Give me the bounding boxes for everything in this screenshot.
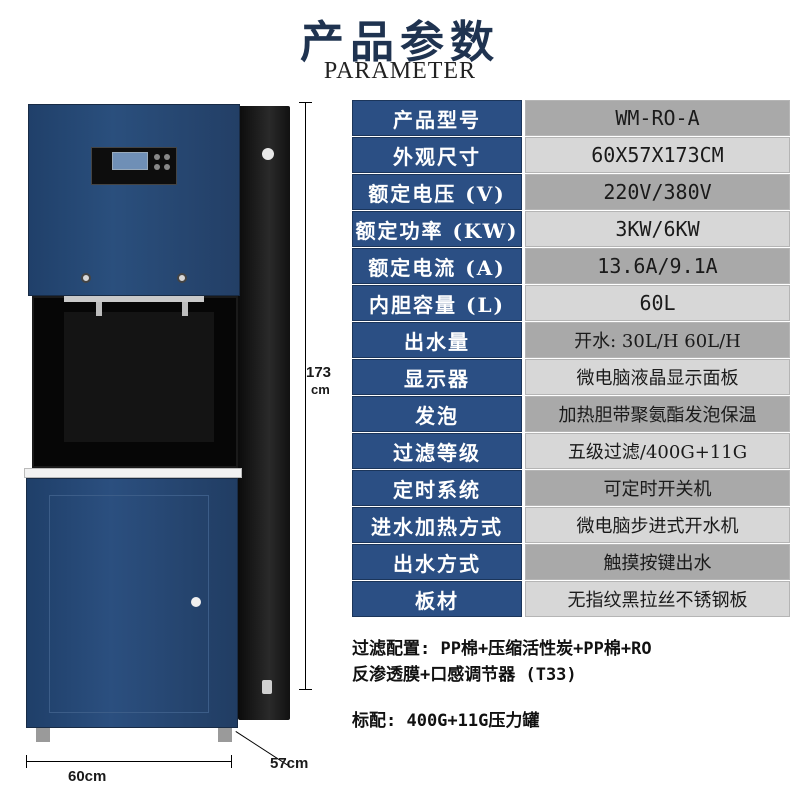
filter-config-line2: 反渗透膜+口感调节器 (T33) xyxy=(352,665,577,685)
param-label: 发泡 xyxy=(352,396,522,432)
table-row: 额定电压 (V) 220V/380V xyxy=(352,174,790,210)
table-row: 发泡 加热胆带聚氨酯发泡保温 xyxy=(352,396,790,432)
width-dimension-line xyxy=(26,761,232,762)
table-row: 过滤等级 五级过滤/400G+11G xyxy=(352,433,790,469)
tap-button-icon xyxy=(81,273,91,283)
machine-foot xyxy=(218,728,232,742)
table-row: 板材 无指纹黑拉丝不锈钢板 xyxy=(352,581,790,617)
height-dimension-tick xyxy=(299,689,312,690)
cavity-back-wall xyxy=(64,312,214,442)
table-row: 额定功率 (KW) 3KW/6KW xyxy=(352,211,790,247)
width-dimension-tick xyxy=(231,755,232,768)
faucet-icon xyxy=(182,302,188,316)
param-label: 过滤等级 xyxy=(352,433,522,469)
param-label: 定时系统 xyxy=(352,470,522,506)
panel-button-icon xyxy=(154,154,160,160)
panel-button-icon xyxy=(164,164,170,170)
drain-valve-icon xyxy=(262,680,272,694)
width-dimension-tick xyxy=(26,755,27,768)
machine-side-panel xyxy=(238,106,290,720)
page-title: 产品参数 xyxy=(300,17,500,68)
param-value: 13.6A/9.1A xyxy=(525,248,790,284)
faucet-icon xyxy=(96,302,102,316)
param-label: 显示器 xyxy=(352,359,522,395)
param-label: 额定功率 (KW) xyxy=(352,211,522,247)
door-knob-icon xyxy=(191,597,201,607)
param-value: 加热胆带聚氨酯发泡保温 xyxy=(525,396,790,432)
param-value: 60X57X173CM xyxy=(525,137,790,173)
param-value: 60L xyxy=(525,285,790,321)
param-label: 进水加热方式 xyxy=(352,507,522,543)
lcd-screen xyxy=(112,152,148,170)
param-value: 开水: 30L/H 60L/H xyxy=(525,322,790,358)
table-row: 出水方式 触摸按键出水 xyxy=(352,544,790,580)
param-value: 五级过滤/400G+11G xyxy=(525,433,790,469)
table-row: 产品型号 WM-RO-A xyxy=(352,100,790,136)
page-subtitle: PARAMETER xyxy=(323,58,477,84)
table-row: 出水量 开水: 30L/H 60L/H xyxy=(352,322,790,358)
height-value: 173 xyxy=(306,364,332,381)
param-value: 触摸按键出水 xyxy=(525,544,790,580)
filter-notes: 过滤配置: PP棉+压缩活性炭+PP棉+RO 反渗透膜+口感调节器 (T33) xyxy=(352,636,792,688)
cabinet-door xyxy=(49,495,209,713)
param-value: 微电脑步进式开水机 xyxy=(525,507,790,543)
height-dimension-line xyxy=(305,102,306,690)
dispensing-cavity xyxy=(32,296,238,468)
table-row: 定时系统 可定时开关机 xyxy=(352,470,790,506)
param-label: 内胆容量 (L) xyxy=(352,285,522,321)
table-row: 额定电流 (A) 13.6A/9.1A xyxy=(352,248,790,284)
tap-bar xyxy=(64,296,204,302)
param-label: 额定电压 (V) xyxy=(352,174,522,210)
machine-upper-body xyxy=(28,104,240,296)
depth-label: 57cm xyxy=(270,755,309,772)
param-value: 可定时开关机 xyxy=(525,470,790,506)
table-row: 内胆容量 (L) 60L xyxy=(352,285,790,321)
panel-button-icon xyxy=(164,154,170,160)
drip-tray xyxy=(24,468,242,478)
table-row: 进水加热方式 微电脑步进式开水机 xyxy=(352,507,790,543)
param-value: 220V/380V xyxy=(525,174,790,210)
param-label: 产品型号 xyxy=(352,100,522,136)
param-label: 出水方式 xyxy=(352,544,522,580)
machine-foot xyxy=(36,728,50,742)
param-value: WM-RO-A xyxy=(525,100,790,136)
width-label: 60cm xyxy=(68,768,107,785)
filter-config-line1: 过滤配置: PP棉+压缩活性炭+PP棉+RO xyxy=(352,639,652,659)
param-value: 无指纹黑拉丝不锈钢板 xyxy=(525,581,790,617)
water-dispenser-illustration xyxy=(24,104,292,744)
side-knob-icon xyxy=(262,148,274,160)
pressure-tank-note: 标配: 400G+11G压力罐 xyxy=(352,711,540,731)
param-label: 出水量 xyxy=(352,322,522,358)
param-label: 板材 xyxy=(352,581,522,617)
parameter-table: 产品型号 WM-RO-A 外观尺寸 60X57X173CM 额定电压 (V) 2… xyxy=(352,100,790,618)
param-label: 额定电流 (A) xyxy=(352,248,522,284)
param-value: 3KW/6KW xyxy=(525,211,790,247)
control-panel xyxy=(91,147,177,185)
param-label: 外观尺寸 xyxy=(352,137,522,173)
panel-button-icon xyxy=(154,164,160,170)
tap-button-icon xyxy=(177,273,187,283)
param-value: 微电脑液晶显示面板 xyxy=(525,359,790,395)
machine-lower-cabinet xyxy=(26,478,238,728)
table-row: 显示器 微电脑液晶显示面板 xyxy=(352,359,790,395)
height-unit: cm xyxy=(311,382,330,397)
table-row: 外观尺寸 60X57X173CM xyxy=(352,137,790,173)
height-dimension-tick xyxy=(299,102,312,103)
